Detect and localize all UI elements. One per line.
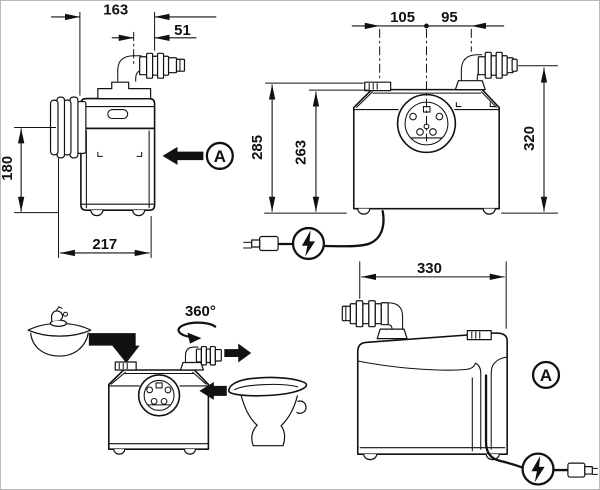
dim-163: 163	[103, 1, 128, 18]
view-usage-schematic: 360°	[27, 303, 308, 455]
lid-top-block	[97, 81, 152, 100]
lid-label-detail	[107, 109, 129, 120]
basin-bowl	[30, 332, 89, 357]
basin-tap	[49, 306, 68, 327]
cover-bolt	[409, 112, 417, 121]
inlet-spigot	[49, 96, 87, 159]
foot	[132, 210, 146, 217]
pump-unit-front-drawing	[243, 51, 518, 261]
vent	[364, 81, 392, 92]
dim-217: 217	[92, 236, 117, 253]
cover-bolt	[150, 397, 158, 405]
foot	[183, 449, 197, 455]
toilet-bowl	[240, 395, 299, 447]
dim-263: 263	[292, 140, 309, 165]
tank-side	[356, 332, 508, 455]
rotation-label: 360°	[185, 303, 216, 320]
lightning-bolt-icon	[531, 455, 545, 483]
view-direction-arrow-icon	[162, 146, 204, 165]
foot	[90, 210, 104, 217]
cover-bolt	[416, 128, 424, 136]
view-label-a: A	[205, 141, 234, 170]
hose-connector	[349, 303, 357, 325]
foot	[113, 449, 126, 455]
wash-basin	[27, 306, 92, 357]
mold-mark	[489, 102, 496, 108]
cover-bolt	[164, 386, 172, 394]
toilet-seat	[227, 376, 308, 397]
toilet-knob	[296, 400, 307, 414]
view-side-outlet: 330	[341, 260, 598, 486]
view-label-a: A	[531, 360, 561, 390]
pump-unit-schematic-drawing	[107, 345, 222, 455]
view-front: 105 95 285 263 320	[243, 9, 558, 261]
vent	[114, 361, 137, 371]
tank-body	[80, 127, 156, 211]
power-plug	[567, 462, 598, 478]
dim-285: 285	[249, 135, 266, 160]
power-cord	[324, 209, 385, 248]
basin-inflow-arrow-icon	[88, 333, 140, 364]
discharge-elbow	[117, 52, 186, 82]
lightning-bolt-icon	[301, 230, 316, 257]
pump-lid	[80, 97, 156, 130]
foot	[363, 454, 378, 461]
view-label-a-text: A	[540, 366, 552, 385]
cover-bolt	[146, 386, 154, 394]
access-cover	[137, 374, 181, 417]
mold-mark	[136, 151, 143, 157]
foot	[357, 208, 371, 215]
discharge-elbow	[454, 51, 518, 91]
discharge-elbow	[341, 300, 408, 340]
discharge-elbow	[179, 345, 222, 371]
foot	[482, 208, 496, 215]
hose-connector	[167, 57, 178, 74]
dim-330: 330	[417, 260, 442, 277]
power-plug	[243, 235, 279, 252]
dim-320: 320	[521, 126, 538, 151]
dim-180: 180	[1, 156, 16, 181]
cover-bolt	[435, 112, 444, 121]
dimensions-front-view: 105 95 285 263 320	[249, 9, 558, 214]
dimensions-side-view: 163 51 180 217	[1, 1, 217, 258]
dim-95: 95	[441, 9, 458, 26]
power-symbol	[521, 452, 555, 486]
vent	[466, 330, 492, 341]
rotation-indicator: 360°	[177, 303, 217, 344]
discharge-outflow-arrow-icon	[224, 343, 252, 363]
hose-connector	[214, 348, 222, 362]
pump-unit-side-drawing	[49, 52, 186, 217]
power-cord	[484, 374, 524, 469]
cover-bolt	[160, 397, 168, 405]
rotation-arc-icon	[177, 321, 217, 339]
mold-mark	[97, 151, 103, 157]
dim-51: 51	[174, 22, 191, 39]
cover-bolt	[429, 128, 437, 136]
toilet-inflow-arrow-icon	[199, 381, 227, 400]
pump-unit-outlet-drawing	[341, 300, 598, 486]
view-side-inlet: 163 51 180 217 A	[1, 1, 234, 258]
dim-105: 105	[390, 9, 415, 26]
dimensions-outlet-view: 330	[359, 260, 507, 329]
power-symbol	[291, 226, 326, 261]
view-label-a-text: A	[214, 147, 226, 166]
mold-mark	[455, 102, 462, 108]
toilet	[227, 376, 308, 447]
